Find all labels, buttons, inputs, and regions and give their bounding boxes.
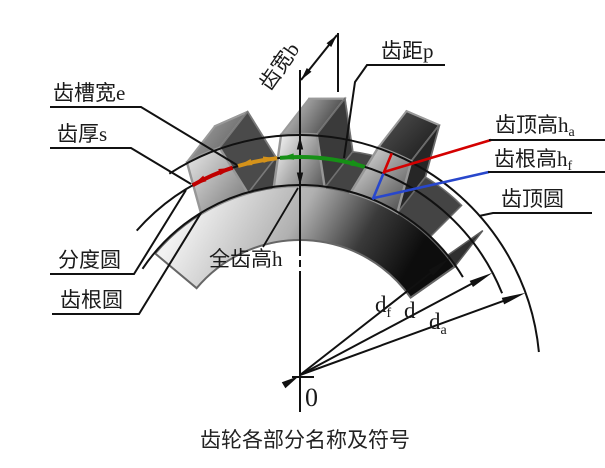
dedendum-leader	[373, 170, 490, 200]
tooth-thickness-arrow	[191, 165, 234, 188]
label-addendum-height: 齿顶高ha	[495, 113, 576, 140]
thickness-leader	[50, 147, 192, 185]
label-face-width: 齿宽b	[254, 38, 304, 95]
tip-circle-leader	[478, 212, 592, 217]
label-root-circle: 齿根圆	[60, 288, 123, 312]
label-space-width: 齿槽宽e	[53, 81, 125, 105]
origin-marker	[281, 376, 314, 389]
label-whole-depth: 全齿高h	[209, 247, 283, 271]
label-tooth-thickness: 齿厚s	[57, 122, 107, 146]
tip-circle-arc	[168, 133, 540, 353]
label-pitch: 齿距p	[381, 39, 434, 63]
dedendum-mark	[371, 170, 490, 200]
root-circle-arc	[141, 184, 464, 278]
face-width-dimension	[300, 33, 339, 92]
addendum-leader	[383, 138, 492, 174]
root-circle-leader	[52, 212, 202, 315]
label-dia-pitch: d	[404, 298, 416, 323]
label-dia-root: df	[375, 292, 392, 321]
whole-depth-dimension	[262, 136, 304, 248]
label-dia-tip: da	[429, 309, 448, 338]
dia-tip-ray	[299, 292, 526, 376]
label-leaders-left	[50, 106, 238, 315]
figure-caption: 齿轮各部分名称及符号	[200, 428, 410, 452]
origin-label: 0	[305, 383, 318, 412]
addendum-mark	[382, 138, 492, 175]
pitch-leader	[343, 64, 445, 159]
label-leaders-right	[343, 64, 605, 217]
label-dedendum-height: 齿根高hf	[494, 147, 573, 174]
dia-root-ray	[299, 258, 450, 376]
dia-pitch-ray	[299, 272, 493, 376]
space-width-arrow	[237, 156, 278, 168]
pitch-arrow	[279, 153, 366, 169]
label-tip-circle: 齿顶圆	[501, 187, 564, 211]
space-width-leader	[50, 106, 238, 166]
whole-depth-leader	[262, 187, 299, 248]
pitch-circle-leader	[50, 189, 187, 275]
label-pitch-circle: 分度圆	[58, 248, 121, 272]
